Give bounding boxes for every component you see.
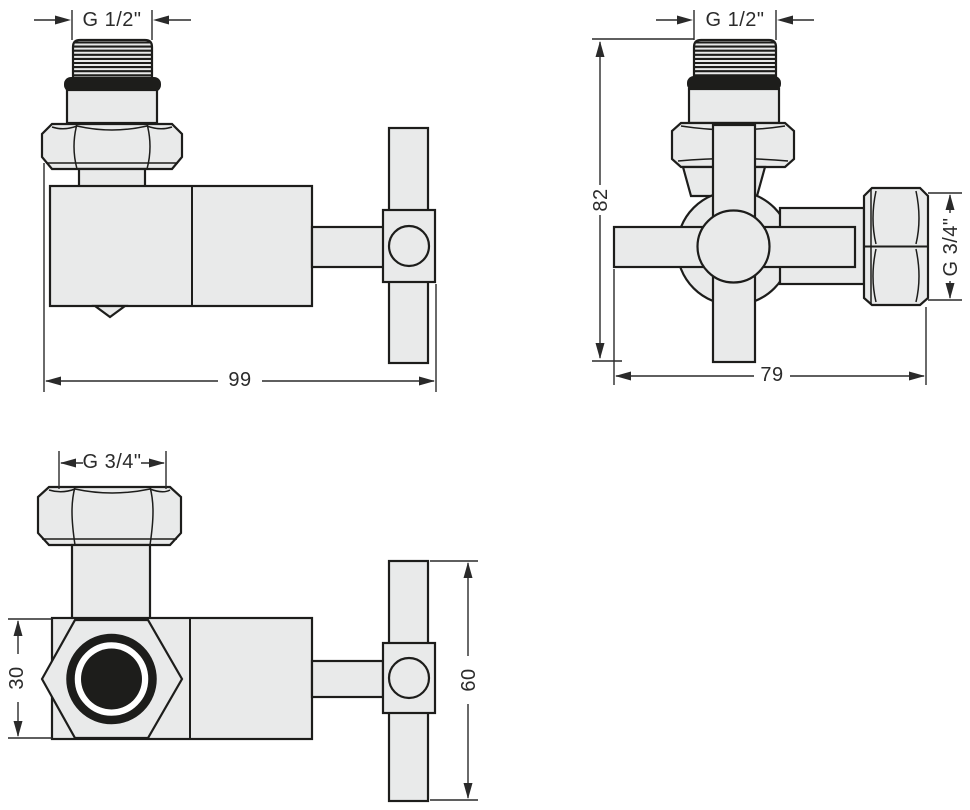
thread-ridges: [695, 41, 775, 77]
dim-width-99: 99: [43, 163, 437, 392]
view-bottom-left-side: G 3/4" 30 60: [6, 451, 480, 803]
valve-body: [48, 184, 314, 308]
spindle-stem: [310, 659, 385, 699]
dim-thread-top-right: G 1/2": [656, 9, 814, 40]
dim-label-width-99: 99: [228, 369, 251, 391]
drain-tip: [91, 304, 129, 319]
union-neck: [70, 543, 152, 621]
dim-label-width-79: 79: [760, 364, 783, 386]
thread-collar: [65, 88, 159, 125]
handle-hub-cap: [387, 656, 431, 700]
dim-handle-height-60: 60: [430, 560, 480, 801]
thread-collar: [687, 87, 781, 125]
dim-label-body-height-30: 30: [6, 666, 28, 689]
dim-label-height-82: 82: [590, 188, 612, 211]
dim-thread-top-left: G 1/2": [34, 9, 191, 40]
handle-hub-cap: [387, 224, 431, 268]
view-top-right-front: G 1/2" 82 G 3/4": [590, 9, 962, 386]
dim-height-82: 82: [590, 38, 694, 362]
dim-width-79: 79: [613, 269, 927, 386]
o-ring-seal: [64, 77, 161, 92]
male-thread: [71, 38, 154, 80]
dim-label-union-nut: G 3/4": [82, 451, 141, 473]
o-ring-seal: [687, 76, 781, 91]
thread-ridges: [74, 41, 151, 77]
dim-outlet-nut: G 3/4": [928, 192, 962, 301]
dim-label-thread-top-left: G 1/2": [82, 9, 141, 31]
dim-union-nut: G 3/4": [58, 451, 167, 489]
dim-body-height-30: 30: [6, 618, 52, 739]
handle-hub: [696, 209, 771, 284]
outlet-hex-nut: [862, 186, 930, 307]
union-nut: [40, 122, 184, 171]
dim-label-outlet-nut: G 3/4": [940, 217, 962, 276]
union-nut: [36, 485, 183, 547]
dim-label-handle-height-60: 60: [458, 668, 480, 691]
view-top-left-side: G 1/2" 99: [34, 9, 437, 392]
dim-label-thread-top-right: G 1/2": [705, 9, 764, 31]
male-thread: [692, 38, 778, 80]
port-opening: [81, 648, 142, 710]
spindle-stem: [310, 225, 386, 269]
